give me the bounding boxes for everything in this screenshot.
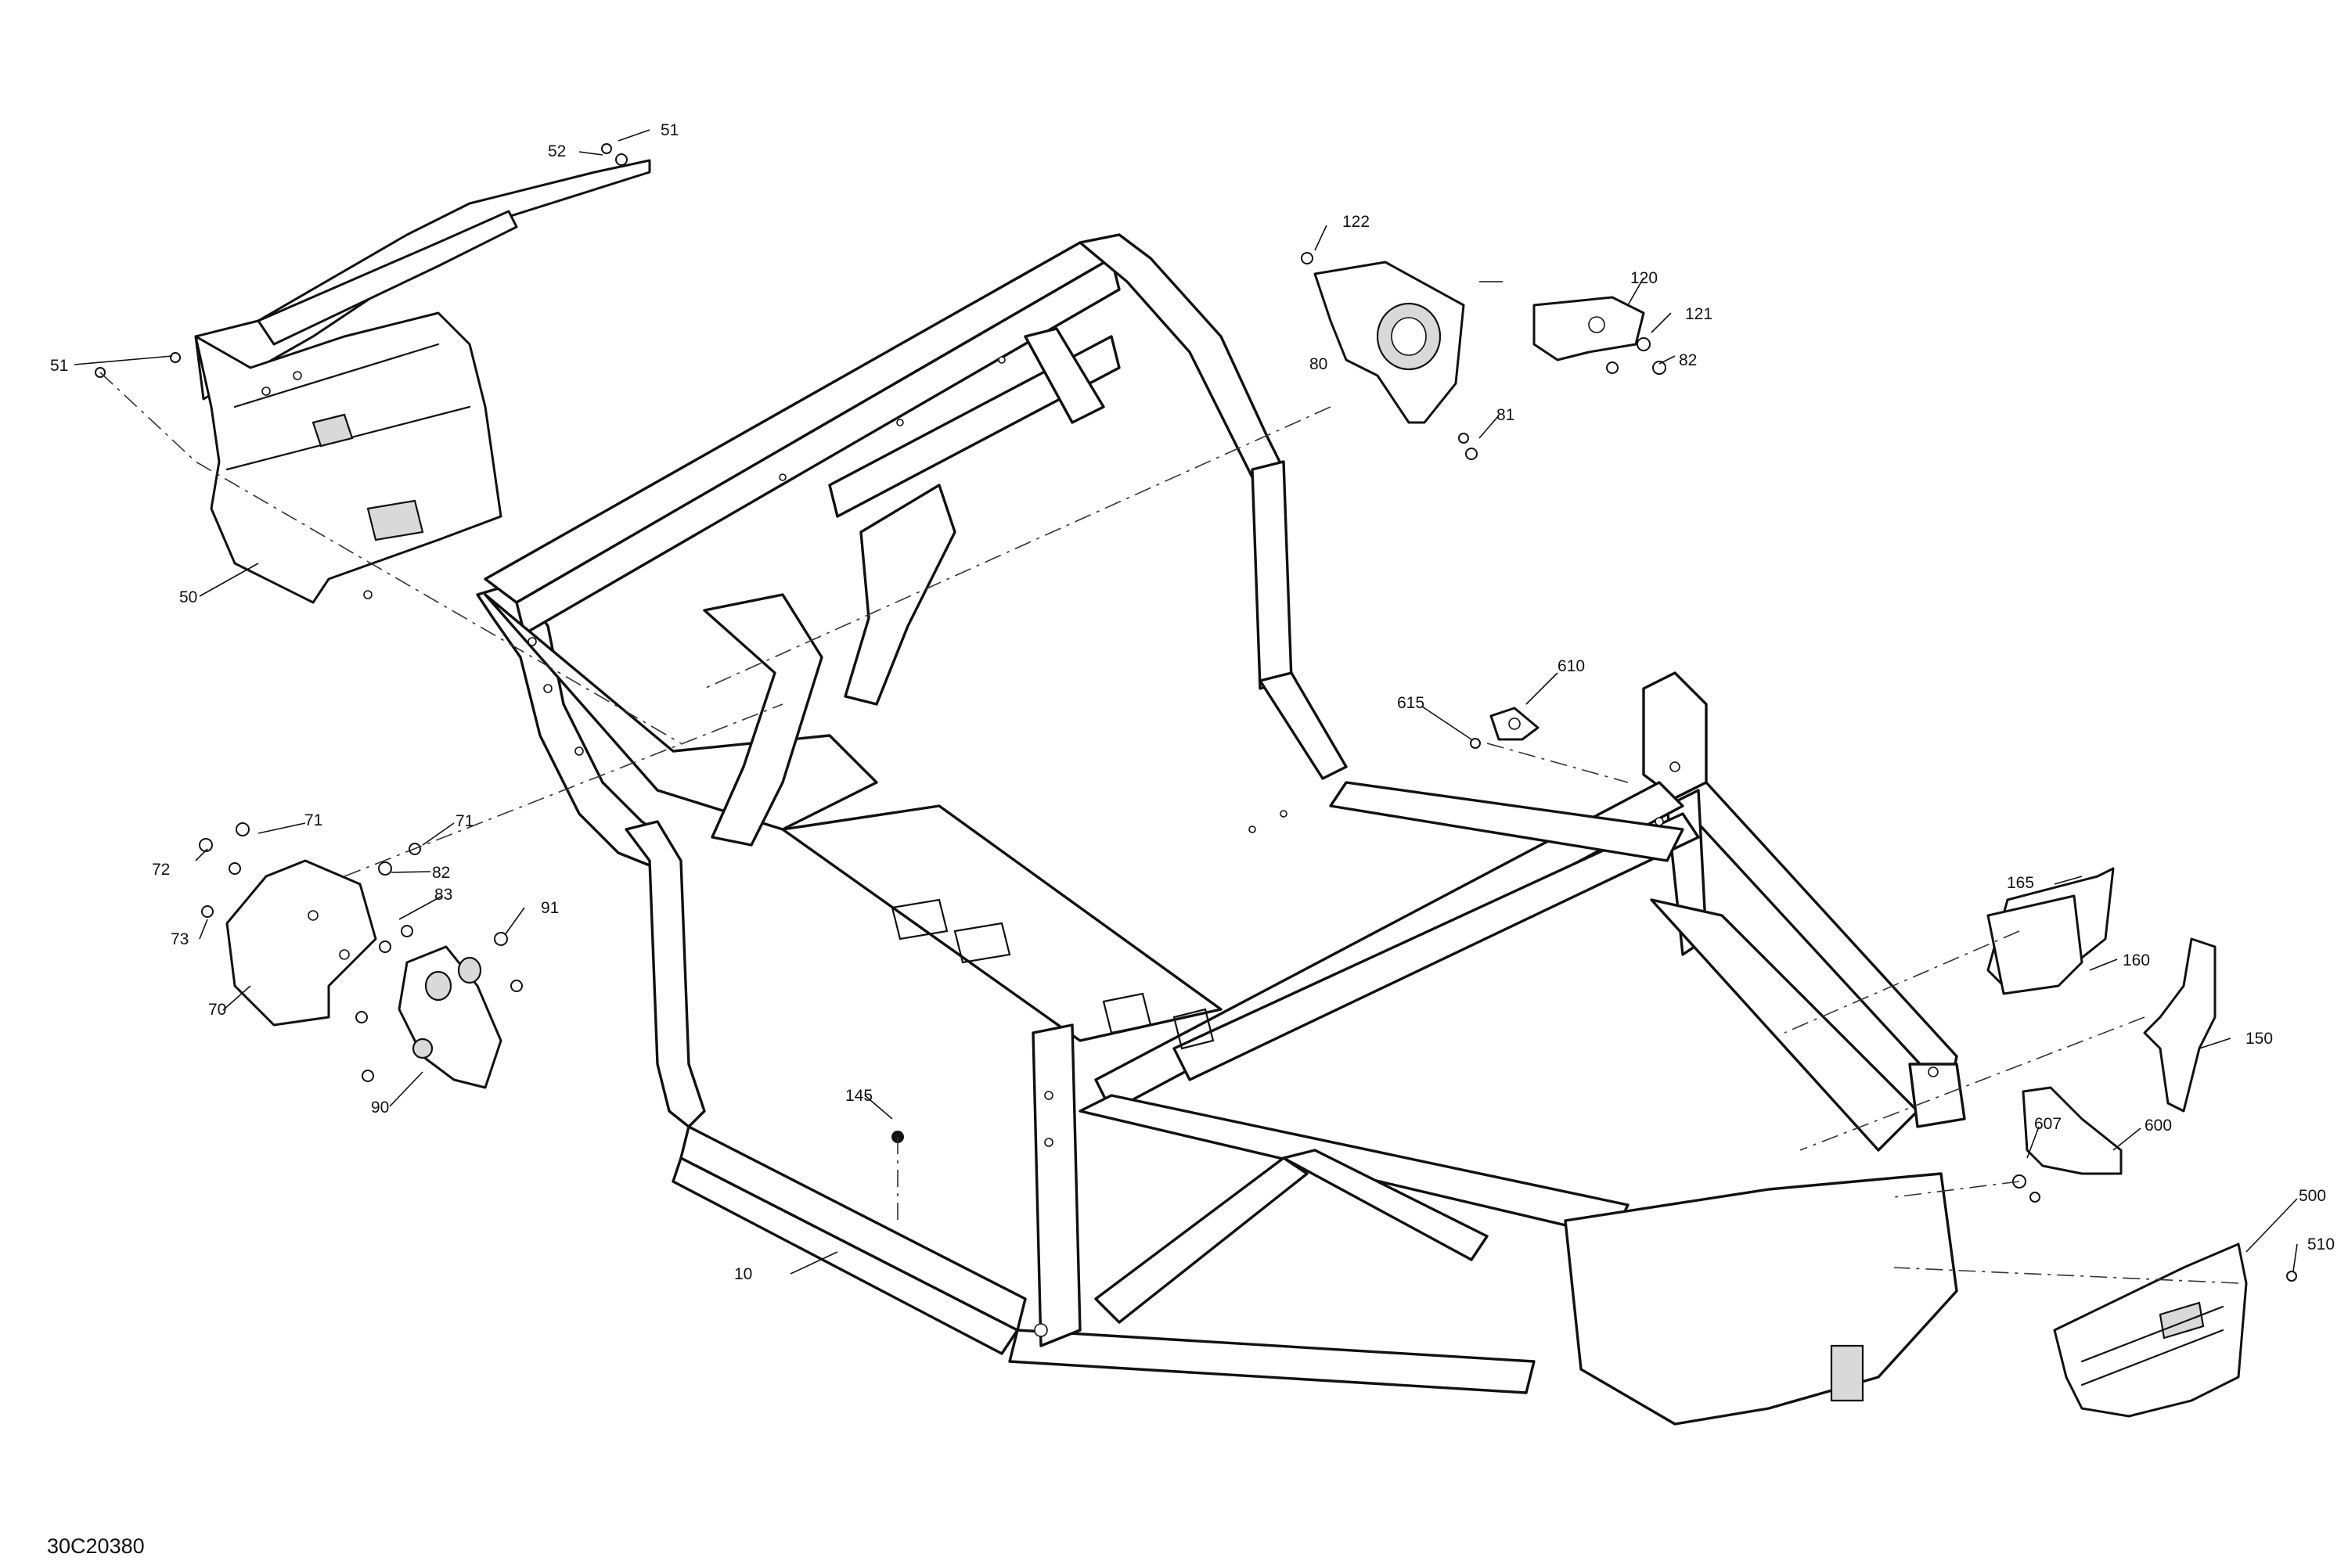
callout-labels: 10 50 51 51 52 70 71 71 72 73 80 81 82 8…	[50, 121, 2335, 1283]
part-70-plate	[225, 859, 377, 1027]
callout-83: 83	[434, 886, 452, 904]
callout-600: 600	[2145, 1117, 2172, 1135]
callout-615: 615	[1397, 694, 1424, 712]
callout-82: 82	[1679, 351, 1697, 369]
callout-121: 121	[1685, 305, 1712, 323]
callout-72: 72	[152, 861, 170, 879]
assembly-lines	[99, 372, 2239, 1284]
part-90-bracket	[398, 945, 502, 1089]
fastener-group-70-90	[199, 822, 523, 1082]
part-120-bracket	[1532, 296, 1645, 361]
callout-510: 510	[2307, 1235, 2335, 1253]
callout-160: 160	[2123, 951, 2150, 969]
callout-71: 71	[304, 811, 322, 829]
fastener-group-120	[1301, 252, 1666, 460]
callout-607: 607	[2034, 1115, 2062, 1133]
callout-165: 165	[2007, 874, 2034, 892]
frame-holes	[528, 356, 1939, 1337]
leader-lines	[74, 129, 2298, 1275]
callout-80: 80	[1309, 355, 1327, 373]
part-160-plate	[1986, 894, 2083, 995]
callout-51: 51	[661, 121, 679, 139]
callout-500: 500	[2299, 1187, 2326, 1205]
main-frame	[476, 233, 1966, 1426]
part-610-bracket	[1470, 707, 1540, 749]
callout-610: 610	[1558, 657, 1585, 675]
callout-82: 82	[432, 864, 450, 882]
callout-70: 70	[208, 1001, 226, 1019]
callout-52: 52	[548, 142, 566, 160]
diagram-reference-number: 30C20380	[47, 1534, 145, 1558]
callout-150: 150	[2245, 1030, 2273, 1048]
part-500-skid-plate	[2053, 1243, 2297, 1418]
callout-51: 51	[50, 357, 68, 375]
callout-91: 91	[541, 899, 559, 917]
part-150-guard	[2143, 937, 2217, 1113]
callout-90: 90	[371, 1099, 389, 1117]
callout-71: 71	[456, 812, 474, 830]
callout-120: 120	[1630, 269, 1658, 287]
part-600-bracket	[2012, 1086, 2123, 1203]
callout-81: 81	[1496, 406, 1514, 424]
callout-122: 122	[1342, 213, 1370, 231]
callout-50: 50	[179, 588, 197, 606]
part-80-bracket	[1313, 261, 1465, 424]
callout-10: 10	[734, 1265, 752, 1283]
part-50-upper-bracket	[194, 159, 651, 604]
callout-73: 73	[171, 930, 189, 948]
callout-145: 145	[845, 1087, 873, 1105]
